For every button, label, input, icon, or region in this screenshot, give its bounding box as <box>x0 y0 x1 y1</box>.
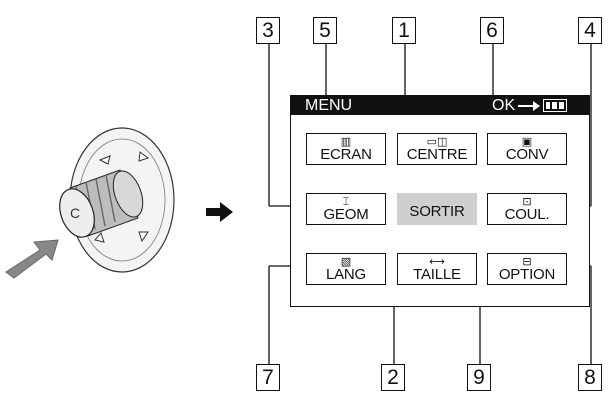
color-icon: ⊡ <box>522 196 532 208</box>
menu-item-centre[interactable]: ▭◫ CENTRE <box>397 133 477 165</box>
knob-face <box>59 188 95 238</box>
callout-6: 6 <box>480 17 504 44</box>
push-arrow-icon <box>5 239 59 279</box>
callout-3: 3 <box>256 17 280 44</box>
language-icon: ▧ <box>340 256 352 268</box>
screen-icon: ▥ <box>340 136 352 148</box>
callout-5: 5 <box>313 17 337 44</box>
callout-9: 9 <box>467 364 491 391</box>
centering-icon: ▭◫ <box>426 136 448 148</box>
callout-2: 2 <box>381 364 405 391</box>
convergence-icon: ▣ <box>521 136 533 148</box>
size-icon: ⟷ <box>429 256 445 268</box>
callout-7: 7 <box>256 364 280 391</box>
callout-4: 4 <box>578 17 602 44</box>
menu-item-geom[interactable]: ⌶ GEOM <box>306 193 386 225</box>
transition-arrow-icon <box>206 202 233 222</box>
callout-8: 8 <box>578 364 602 391</box>
knob-letter: C <box>70 205 80 221</box>
ring-arrows-icon <box>94 151 150 243</box>
menu-item-sortir[interactable]: SORTIR <box>397 193 477 225</box>
menu-item-taille[interactable]: ⟷ TAILLE <box>397 253 477 285</box>
callout-1: 1 <box>392 17 416 44</box>
ok-arrow-icon <box>518 101 540 111</box>
menu-item-conv[interactable]: ▣ CONV <box>487 133 567 165</box>
menu-item-ecran[interactable]: ▥ ECRAN <box>306 133 386 165</box>
menu-header: MENU OK <box>291 96 589 115</box>
ok-hint: OK <box>492 97 516 114</box>
menu-item-lang[interactable]: ▧ LANG <box>306 253 386 285</box>
menu-item-option[interactable]: ⊟ OPTION <box>487 253 567 285</box>
menu-title: MENU <box>305 97 353 114</box>
geometry-icon: ⌶ <box>342 196 350 208</box>
menu-panel: MENU OK ▥ ECRAN ▭◫ CENTRE ▣ CONV <box>290 95 590 307</box>
menu-item-coul[interactable]: ⊡ COUL. <box>487 193 567 225</box>
menu-button-icon <box>543 99 567 112</box>
option-icon: ⊟ <box>522 256 532 268</box>
control-button-illustration: C <box>5 127 175 279</box>
